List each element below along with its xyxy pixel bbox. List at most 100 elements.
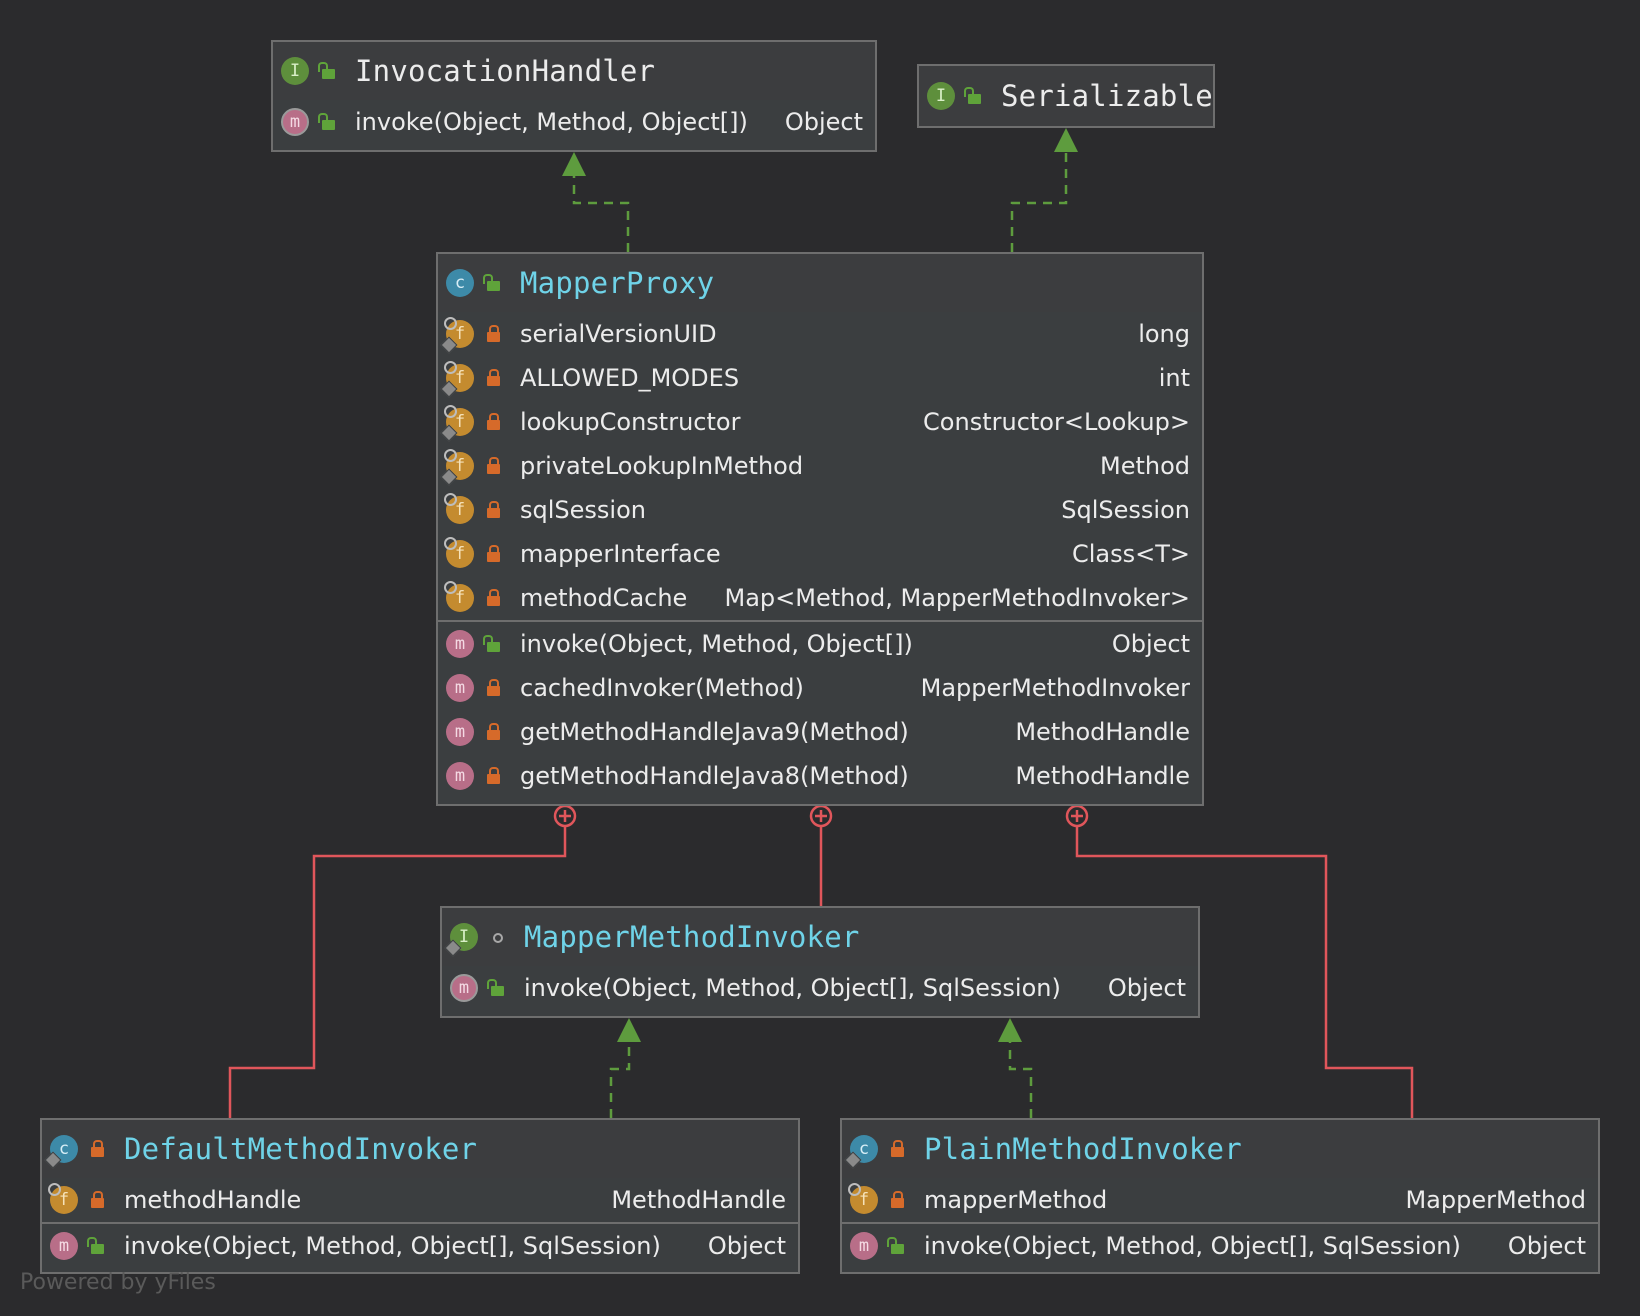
node-title: Serializable <box>1001 79 1213 113</box>
method-name: invoke(Object, Method, Object[]) <box>355 108 748 136</box>
field-row[interactable]: f ALLOWED_MODES int <box>438 356 1202 400</box>
method-type: Object <box>707 1232 786 1260</box>
methods-section: m invoke(Object, Method, Object[], SqlSe… <box>42 1222 798 1268</box>
field-type: Constructor<Lookup> <box>923 408 1190 436</box>
private-icon <box>486 723 502 741</box>
field-row[interactable]: f privateLookupInMethod Method <box>438 444 1202 488</box>
method-name: getMethodHandleJava8(Method) <box>520 762 909 790</box>
methods-section: m invoke(Object, Method, Object[], SqlSe… <box>842 1222 1598 1268</box>
field-name: privateLookupInMethod <box>520 452 804 480</box>
final-field-icon: f <box>444 537 474 568</box>
public-icon <box>483 635 502 653</box>
method-icon: m <box>850 1232 878 1260</box>
field-row[interactable]: f serialVersionUID long <box>438 312 1202 356</box>
private-icon <box>90 1140 106 1158</box>
field-name: lookupConstructor <box>520 408 741 436</box>
node-title: MapperMethodInvoker <box>524 920 860 954</box>
package-private-icon <box>490 928 506 946</box>
method-row[interactable]: m getMethodHandleJava8(Method) MethodHan… <box>438 754 1202 798</box>
method-name: cachedInvoker(Method) <box>520 674 804 702</box>
private-icon <box>90 1191 106 1209</box>
field-name: methodCache <box>520 584 688 612</box>
arrowhead-serializable <box>1054 128 1078 152</box>
abstract-method-icon: m <box>281 108 309 136</box>
private-icon <box>890 1140 906 1158</box>
method-row[interactable]: m invoke(Object, Method, Object[]) Objec… <box>438 622 1202 666</box>
public-icon <box>318 113 337 131</box>
field-name: mapperInterface <box>520 540 721 568</box>
method-icon: m <box>446 762 474 790</box>
method-icon: m <box>446 630 474 658</box>
field-type: MethodHandle <box>611 1186 786 1214</box>
method-name: invoke(Object, Method, Object[], SqlSess… <box>924 1232 1461 1260</box>
field-row[interactable]: f sqlSession SqlSession <box>438 488 1202 532</box>
node-title: DefaultMethodInvoker <box>124 1132 478 1166</box>
method-row[interactable]: m cachedInvoker(Method) MapperMethodInvo… <box>438 666 1202 710</box>
class-icon: c <box>446 269 474 297</box>
static-field-icon: f <box>440 317 474 354</box>
interface-icon: I <box>444 923 478 957</box>
field-type: Class<T> <box>1071 540 1190 568</box>
private-icon <box>486 679 502 697</box>
plainmethodinvoker-node[interactable]: c PlainMethodInvoker f mapperMethod Mapp… <box>840 1118 1600 1274</box>
field-type: MapperMethod <box>1405 1186 1586 1214</box>
field-row[interactable]: f mapperInterface Class<T> <box>438 532 1202 576</box>
method-icon: m <box>446 718 474 746</box>
method-name: getMethodHandleJava9(Method) <box>520 718 909 746</box>
mappermethodinvoker-node[interactable]: I MapperMethodInvoker m invoke(Object, M… <box>440 906 1200 1018</box>
public-icon <box>87 1237 106 1255</box>
edge-mapperproxy-invocationhandler <box>572 172 630 252</box>
final-field-icon: f <box>848 1183 878 1214</box>
method-type: Object <box>1107 974 1186 1002</box>
private-icon <box>486 545 502 563</box>
edge-mapperproxy-serializable <box>1010 152 1068 252</box>
edge-inner-plaininvoker <box>1075 826 1414 1118</box>
private-icon <box>486 325 502 343</box>
method-row[interactable]: m invoke(Object, Method, Object[], SqlSe… <box>42 1224 798 1268</box>
node-title: InvocationHandler <box>355 54 656 88</box>
field-name: mapperMethod <box>924 1186 1108 1214</box>
field-row[interactable]: f methodHandle MethodHandle <box>42 1178 798 1222</box>
field-type: Method <box>1099 452 1190 480</box>
private-icon <box>486 457 502 475</box>
public-icon <box>483 274 502 292</box>
static-field-icon: f <box>440 361 474 398</box>
method-row[interactable]: m invoke(Object, Method, Object[], SqlSe… <box>842 1224 1598 1268</box>
method-type: Object <box>1507 1232 1586 1260</box>
defaultmethodinvoker-node[interactable]: c DefaultMethodInvoker f methodHandle Me… <box>40 1118 800 1274</box>
class-icon: c <box>44 1135 78 1169</box>
invocationhandler-node[interactable]: I InvocationHandler m invoke(Object, Met… <box>271 40 877 152</box>
method-icon: m <box>50 1232 78 1260</box>
final-field-icon: f <box>444 493 474 524</box>
public-icon <box>887 1237 906 1255</box>
method-name: invoke(Object, Method, Object[], SqlSess… <box>124 1232 661 1260</box>
field-row[interactable]: f lookupConstructor Constructor<Lookup> <box>438 400 1202 444</box>
method-row[interactable]: m getMethodHandleJava9(Method) MethodHan… <box>438 710 1202 754</box>
interface-icon: I <box>281 57 309 85</box>
serializable-node[interactable]: I Serializable <box>917 64 1215 128</box>
method-type: Object <box>1111 630 1190 658</box>
final-field-icon: f <box>444 581 474 612</box>
method-row[interactable]: m invoke(Object, Method, Object[]) Objec… <box>273 100 875 144</box>
watermark: Powered by yFiles <box>20 1270 216 1295</box>
private-icon <box>486 501 502 519</box>
method-name: invoke(Object, Method, Object[]) <box>520 630 913 658</box>
field-row[interactable]: f mapperMethod MapperMethod <box>842 1178 1598 1222</box>
static-field-icon: f <box>440 449 474 486</box>
abstract-method-icon: m <box>450 974 478 1002</box>
field-type: Map<Method, MapperMethodInvoker> <box>724 584 1190 612</box>
fields-section: f serialVersionUID long f ALLOWED_MODES … <box>438 312 1202 620</box>
method-row[interactable]: m invoke(Object, Method, Object[], SqlSe… <box>442 966 1198 1010</box>
public-icon <box>964 87 983 105</box>
public-icon <box>487 979 506 997</box>
fields-section: f mapperMethod MapperMethod <box>842 1178 1598 1222</box>
private-icon <box>486 767 502 785</box>
field-name: ALLOWED_MODES <box>520 364 740 392</box>
node-title: MapperProxy <box>520 266 715 300</box>
method-icon: m <box>446 674 474 702</box>
field-type: int <box>1158 364 1190 392</box>
node-title: PlainMethodInvoker <box>924 1132 1242 1166</box>
mapperproxy-node[interactable]: c MapperProxy f serialVersionUID long f … <box>436 252 1204 806</box>
private-icon <box>486 369 502 387</box>
field-row[interactable]: f methodCache Map<Method, MapperMethodIn… <box>438 576 1202 620</box>
